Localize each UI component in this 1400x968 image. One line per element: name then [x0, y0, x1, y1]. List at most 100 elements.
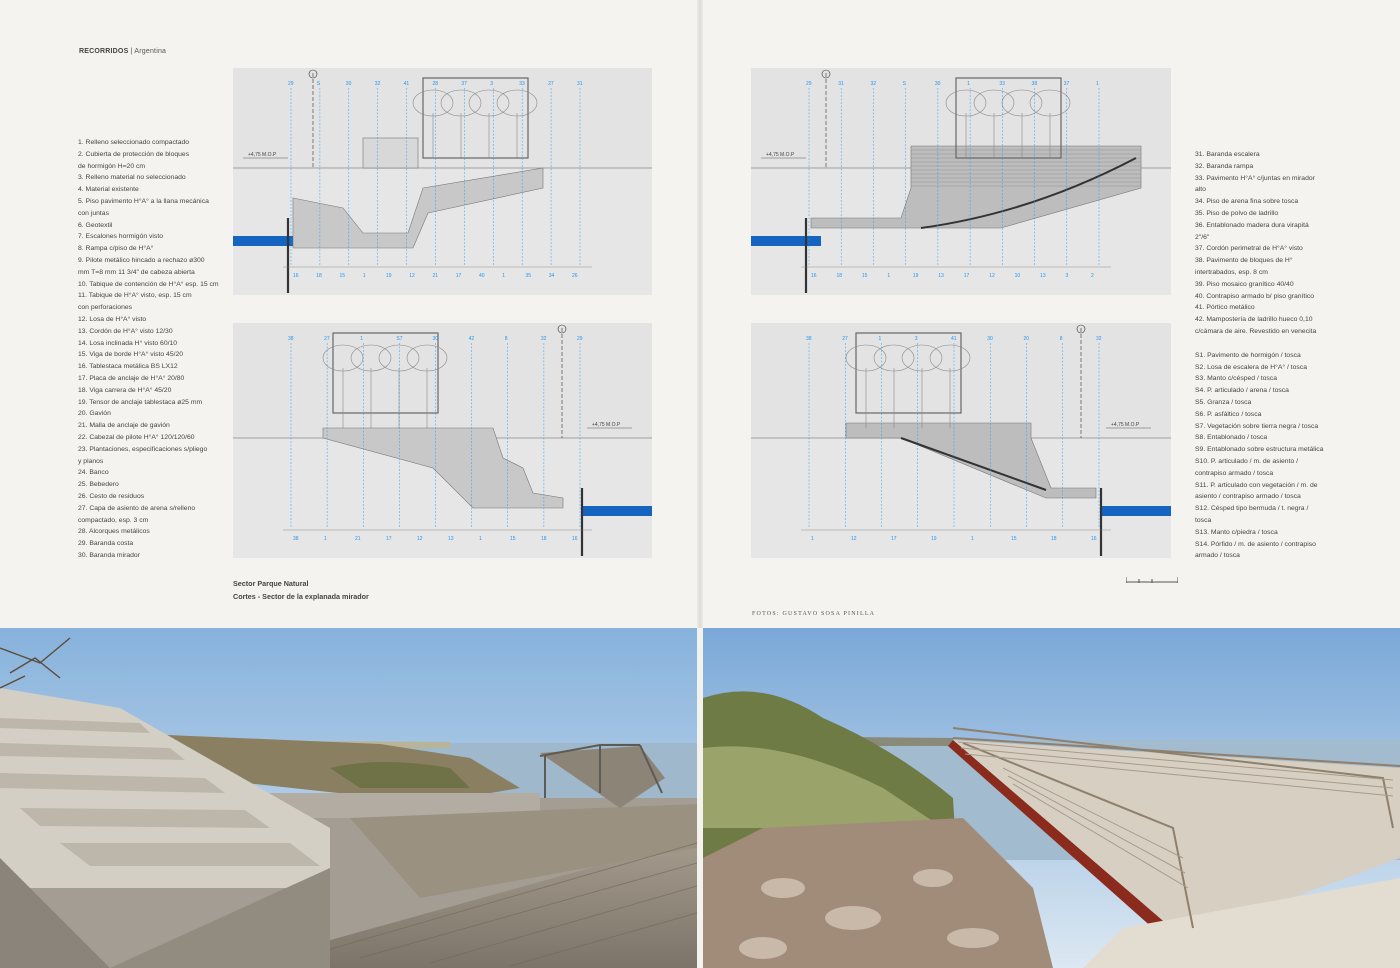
legend-item: S11. P. articulado con vegetación / m. d…	[1195, 481, 1318, 489]
legend-item: 33. Pavimento H°A° c/juntas en mirador	[1195, 174, 1315, 182]
water-strip	[582, 506, 652, 516]
callout-label: 19	[913, 273, 919, 279]
legend-item: intertrabados, esp. 8 cm	[1195, 268, 1268, 276]
callout-label: 40	[479, 273, 485, 279]
callout-label: 1	[502, 273, 505, 279]
callout-label: 29	[288, 81, 294, 87]
legend-item: 23. Plantaciones, especificaciones s/pli…	[78, 445, 208, 453]
legend-item: 17. Placa de anclaje de H°A° 20/80	[78, 374, 185, 382]
callout-label: 28	[433, 81, 439, 87]
callout-label: 17	[891, 536, 897, 542]
running-header: RECORRIDOS | Argentina	[79, 48, 167, 55]
callout-label: 1	[479, 536, 482, 542]
legend-item: 40. Contrapiso armado b/ piso granítico	[1195, 292, 1315, 300]
callout-label: 32	[1096, 336, 1102, 342]
callout-label: 16	[811, 273, 817, 279]
legend-item: mm T=8 mm 11 3/4" de cabeza abierta	[78, 268, 195, 276]
callout-label: 31	[838, 81, 844, 87]
legend-item: 20. Gavión	[78, 410, 111, 418]
water-strip	[233, 236, 303, 246]
callout-label: 8	[1060, 336, 1063, 342]
legend-item: 4. Material existente	[78, 186, 139, 194]
legend-item: S9. Entablonado sobre estructura metálic…	[1195, 446, 1324, 454]
legend-item: S3. Manto c/césped / tosca	[1195, 375, 1277, 383]
legend-item: S2. Losa de escalera de H°A° / tosca	[1195, 363, 1307, 371]
callout-label: 12	[417, 536, 423, 542]
callout-label: 35	[526, 273, 532, 279]
legend-item: 10. Tabique de contención de H°A° esp. 1…	[78, 280, 219, 288]
callout-label: 2	[1091, 273, 1094, 279]
legend-item: 24. Banco	[78, 469, 109, 477]
legend-item: 7. Escalones hormigón visto	[78, 233, 164, 241]
callout-label: 17	[964, 273, 970, 279]
legend-item: contrapiso armado / tosca	[1195, 469, 1274, 477]
callout-label: 1	[324, 536, 327, 542]
callout-label: 16	[293, 273, 299, 279]
legend-item: alto	[1195, 186, 1206, 194]
callout-label: 15	[510, 536, 516, 542]
callout-label: 38	[1032, 81, 1038, 87]
legend-item: 30. Baranda mirador	[78, 551, 140, 559]
callout-label: S	[903, 81, 907, 87]
legend-item: 16. Tablestaca metálica BS LX12	[78, 363, 178, 371]
callout-label: S	[317, 81, 321, 87]
legend-item: con perforaciones	[78, 304, 133, 312]
water-strip	[1101, 506, 1171, 516]
callout-label: 13	[448, 536, 454, 542]
callout-label: 38	[293, 536, 299, 542]
legend-item: S7. Vegetación sobre tierra negra / tosc…	[1195, 422, 1319, 430]
callout-label: 1	[1096, 81, 1099, 87]
callout-label: 19	[386, 273, 392, 279]
callout-label: 12	[409, 273, 415, 279]
callout-label: 33	[519, 81, 525, 87]
callout-label: 37	[1064, 81, 1070, 87]
legend-item: 42. Mampostería de ladrillo hueco 0,10	[1195, 316, 1313, 324]
legend-item: 13. Cordón de H°A° visto 12/30	[78, 327, 173, 335]
legend-item: 8. Rampa c/piso de H°A°	[78, 245, 154, 253]
callout-label: 30	[987, 336, 993, 342]
scale-bar	[1126, 577, 1178, 583]
legend-item: 11. Tabique de H°A° visto, esp. 15 cm	[78, 292, 192, 300]
legend-item: 6. Geotextil	[78, 221, 113, 229]
legend-item: 38. Pavimento de bloques de H°	[1195, 257, 1293, 265]
callout-label: 1	[363, 273, 366, 279]
legend-item: 18. Viga carrera de H°A° 45/20	[78, 386, 172, 394]
legend-item: 37. Cordón perimetral de H°A° visto	[1195, 245, 1303, 253]
callout-label: 33	[999, 81, 1005, 87]
callout-label: 1	[879, 336, 882, 342]
callout-label: 1	[887, 273, 890, 279]
callout-label: 30	[433, 336, 439, 342]
legend-item: 31. Baranda escalera	[1195, 151, 1260, 158]
callout-label: 1	[971, 536, 974, 542]
legend-item: 19. Tensor de anclaje tablestaca ø25 mm	[78, 398, 203, 406]
legend-item: 2"/6"	[1195, 233, 1210, 241]
callout-label: 21	[355, 536, 361, 542]
level-label: +4,75 M.O.P	[592, 422, 621, 428]
figure-caption: Sector Parque Natural Cortes - Sector de…	[233, 577, 369, 603]
legend-item: tosca	[1195, 516, 1212, 524]
callout-label: 38	[288, 336, 294, 342]
callout-label: 27	[324, 336, 330, 342]
legend-item: S10. P. articulado / m. de asiento /	[1195, 457, 1299, 465]
legend-item: S4. P. articulado / arena / tosca	[1195, 387, 1289, 395]
callout-label: 31	[577, 81, 583, 87]
legend-item: compactado, esp. 3 cm	[78, 516, 149, 524]
callout-label: 18	[1051, 536, 1057, 542]
legend-item: 27. Capa de asiento de arena s/relleno	[78, 504, 196, 512]
legend-item: 41. Pórtico metálico	[1195, 304, 1255, 312]
callout-label: 30	[935, 81, 941, 87]
legend-item: 5. Piso pavimento H°A° a la llana mecáni…	[78, 197, 209, 205]
legend-item: c/cámara de aire. Revestido en venecita	[1195, 327, 1317, 335]
legend-item: 35. Piso de polvo de ladrillo	[1195, 209, 1279, 217]
legend-item: 22. Cabezal de pilote H°A° 120/120/60	[78, 433, 195, 441]
photo-stairs-and-pier	[0, 628, 697, 968]
legend-item: 3. Relleno material no seleccionado	[78, 174, 186, 182]
legend-item: 26. Cesto de residuos	[78, 492, 145, 500]
legend-item: S12. Césped tipo bermuda / t. negra /	[1195, 505, 1309, 513]
callout-label: 37	[461, 81, 467, 87]
